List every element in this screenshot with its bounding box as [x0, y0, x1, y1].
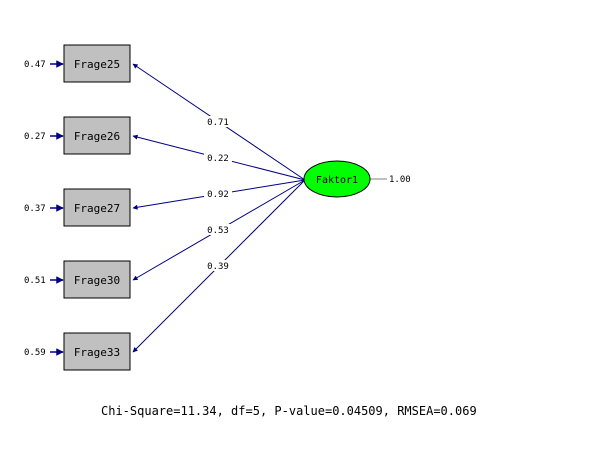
- indicator-label-frage30: Frage30: [74, 274, 120, 287]
- fit-statistics: Chi-Square=11.34, df=5, P-value=0.04509,…: [101, 404, 477, 418]
- loading-label-frage33: 0.39: [207, 262, 229, 272]
- factor-ellipse: [303, 160, 371, 198]
- indicator-frage33[interactable]: Frage33: [63, 332, 131, 371]
- factor-variance-value: 1.00: [389, 175, 411, 185]
- loading-label-frage27: 0.92: [207, 190, 229, 200]
- latent-factor[interactable]: Faktor1: [303, 160, 371, 198]
- factor-label: Faktor1: [316, 175, 358, 186]
- indicator-frage27[interactable]: Frage27: [63, 188, 131, 227]
- loading-paths: [132, 63, 306, 353]
- indicator-frage25[interactable]: Frage25: [63, 44, 131, 83]
- loading-label-frage25: 0.71: [207, 118, 229, 128]
- indicator-frage26[interactable]: Frage26: [63, 116, 131, 155]
- error-value-frage25: 0.47: [24, 60, 46, 70]
- indicator-label-frage26: Frage26: [74, 130, 120, 143]
- indicator-label-frage27: Frage27: [74, 202, 120, 215]
- indicator-frage30[interactable]: Frage30: [63, 260, 131, 299]
- indicator-label-frage25: Frage25: [74, 58, 120, 71]
- error-value-frage27: 0.37: [24, 204, 46, 214]
- error-value-frage26: 0.27: [24, 132, 46, 142]
- loading-label-frage26: 0.22: [207, 154, 229, 164]
- error-value-frage33: 0.59: [24, 348, 46, 358]
- indicator-label-frage33: Frage33: [74, 346, 120, 359]
- error-value-frage30: 0.51: [24, 276, 46, 286]
- indicator-boxes: Frage25 Frage26 Frage27 Frage30 Frage33: [63, 44, 131, 371]
- error-terms: 0.47 0.27 0.37 0.51 0.59: [24, 60, 64, 358]
- loading-labels: 0.71 0.22 0.92 0.53 0.39: [204, 116, 232, 272]
- loading-label-frage30: 0.53: [207, 226, 229, 236]
